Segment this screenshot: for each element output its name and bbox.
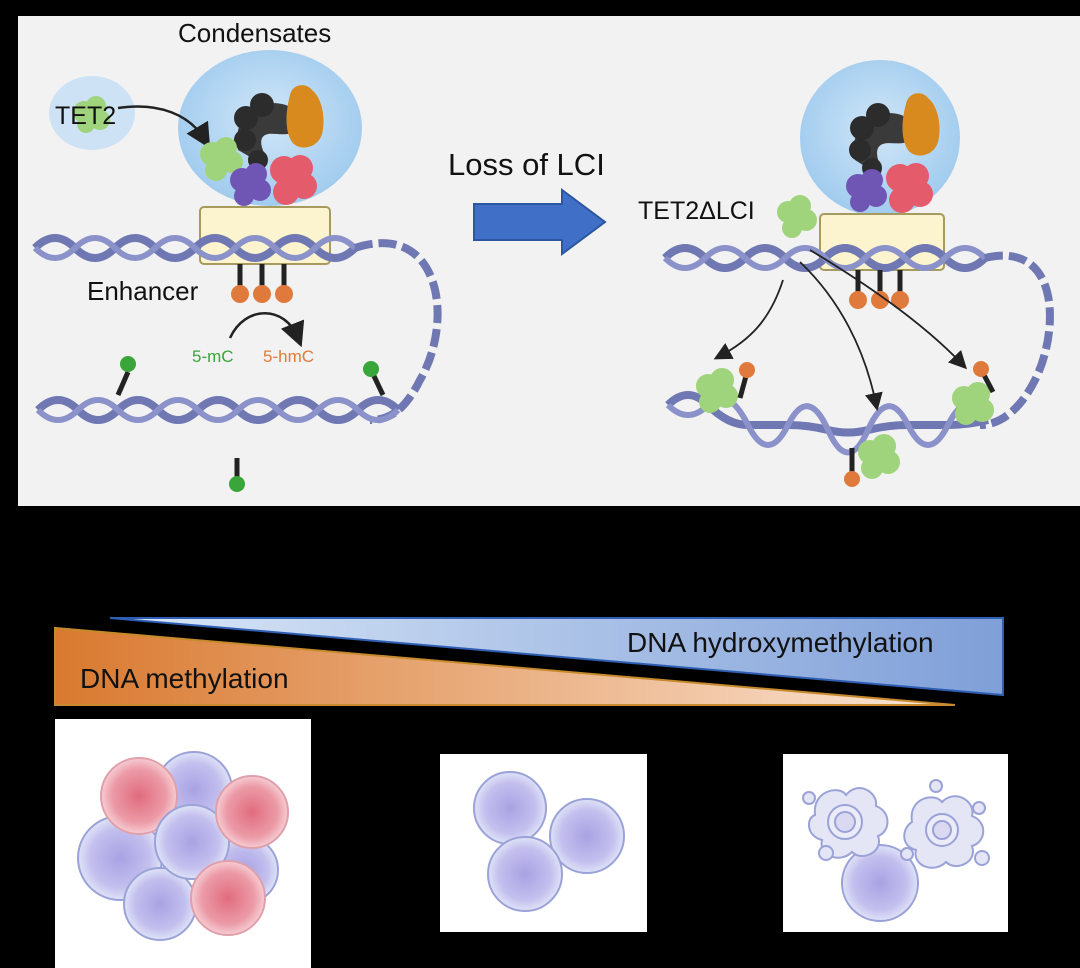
loss-of-lci-label: Loss of LCI xyxy=(448,147,605,182)
five-mc-label: 5-mC xyxy=(192,347,234,366)
hydroxymethylation-gradient-bar xyxy=(109,617,1004,697)
tet2-label: TET2 xyxy=(55,102,116,130)
tet2-delta-lci-label: TET2ΔLCI xyxy=(638,197,755,225)
dna-strand-top-right-back xyxy=(662,245,988,271)
pink-factor-right-icon xyxy=(886,163,933,213)
dna-hydroxymethylation-label: DNA hydroxymethylation xyxy=(627,627,934,658)
methylation-gradient-bar xyxy=(54,626,956,706)
methyl-marks-icon xyxy=(115,356,386,492)
transition-arrow: Loss of LCI xyxy=(448,147,607,256)
green-tet2-icon xyxy=(200,137,243,181)
orange-factor-icon xyxy=(286,85,324,148)
cell-panel-mixed xyxy=(55,719,311,968)
scattered-tet2-icon xyxy=(696,368,994,479)
hydroxymethyl-scattered-icon xyxy=(737,361,996,487)
dna-loop-right xyxy=(979,251,1054,429)
enhancer-label: Enhancer xyxy=(87,276,199,306)
tet2-protein-icon xyxy=(73,96,110,133)
left-scene: Condensates TET2 Enhancer 5-mC 5-hmC xyxy=(32,18,442,492)
orange-factor-right-icon xyxy=(902,93,940,156)
pink-factor-icon xyxy=(270,155,317,205)
purple-factor-right-icon xyxy=(846,169,887,212)
three-cells-icon xyxy=(473,771,625,912)
hydroxymethyl-marks-right-icon xyxy=(849,270,909,309)
dna-strand-bottom xyxy=(35,396,401,424)
right-scene: TET2ΔLCI xyxy=(638,60,1054,487)
dna-strand-bottom-back xyxy=(35,397,401,423)
five-hmc-label: 5-hmC xyxy=(263,347,314,366)
cell-cluster-icon xyxy=(77,751,289,941)
tet2-delta-lci-protein-icon xyxy=(777,195,817,238)
methylation-gradient-legend: DNA hydroxymethylation DNA methylation xyxy=(54,617,1004,706)
cell-panel-lymphoid xyxy=(440,754,647,932)
dna-strand-top-back xyxy=(32,235,358,261)
hydroxymethyl-marks-icon xyxy=(231,264,293,303)
purple-factor-icon xyxy=(230,163,271,206)
recruit-arrow-icon xyxy=(117,105,211,149)
dna-methylation-label: DNA methylation xyxy=(80,663,289,694)
big-blue-arrow-icon xyxy=(473,188,607,256)
condensates-label: Condensates xyxy=(178,18,331,48)
ruffled-cells-icon xyxy=(802,779,990,922)
dispersal-arrows-icon xyxy=(713,249,967,412)
enhancer-box-right xyxy=(819,213,945,271)
cell-panel-myeloid xyxy=(783,754,1008,932)
conversion-arrow-icon xyxy=(228,312,305,348)
